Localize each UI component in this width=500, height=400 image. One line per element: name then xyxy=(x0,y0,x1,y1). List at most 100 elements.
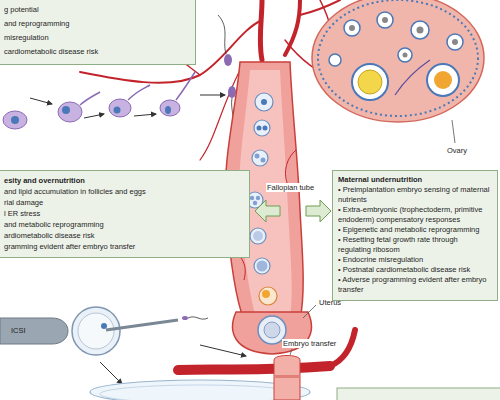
ovary-part xyxy=(312,0,484,122)
ovary-part xyxy=(358,70,382,94)
box-text: misregulation xyxy=(4,31,190,45)
fallopian-tube-part xyxy=(262,290,270,298)
blood-vessel-part xyxy=(260,0,262,60)
ovary-part xyxy=(349,25,355,31)
blood-vessel-part xyxy=(300,0,340,15)
box-heading: Maternal undernutrition xyxy=(338,175,492,185)
sperm-cells-part xyxy=(3,111,27,129)
sperm-cells-part xyxy=(62,106,70,114)
info-box: esity and overnutritionand lipid accumul… xyxy=(0,170,250,258)
sperm-cells-part xyxy=(200,95,225,96)
box-text: rial damage xyxy=(4,197,244,208)
part-label: Embryo transfer xyxy=(282,339,337,348)
box-text: and lipid accumulation in follicles and … xyxy=(4,186,244,197)
box-text: • Preimplantation embryo sensing of mate… xyxy=(338,185,492,205)
box-text: • Epigenetic and metabolic reprogramming xyxy=(338,225,492,235)
icsi-illustration-part xyxy=(101,323,107,329)
ovary-part xyxy=(434,71,452,89)
fallopian-tube-part xyxy=(263,126,268,131)
box-text: • Extra-embryonic (trophectoderm, primit… xyxy=(338,205,492,225)
ovary-part xyxy=(344,20,360,36)
ovary xyxy=(312,0,484,143)
ovary-part xyxy=(329,54,341,66)
icsi-illustration-part xyxy=(106,320,178,330)
ovary-part xyxy=(395,60,430,95)
box-text: gramming evident after embryo transfer xyxy=(4,241,244,252)
ovary-part xyxy=(452,120,455,143)
sperm-cells-part xyxy=(11,116,19,124)
box-text: • Postnatal cardiometabolic disease risk xyxy=(338,265,492,275)
sperm-cells-part xyxy=(228,86,236,98)
sperm-cells-part xyxy=(218,15,226,54)
box-text: l ER stress xyxy=(4,208,244,219)
method-label: ICSI xyxy=(10,326,27,335)
culture-dish-part xyxy=(100,385,300,400)
blood-vessel-part xyxy=(330,330,355,366)
fallopian-tube-part xyxy=(264,322,280,338)
transfer-catheter-part xyxy=(290,349,292,355)
fallopian-tube-part xyxy=(255,154,260,159)
info-box: Maternal undernutrition• Preimplantation… xyxy=(332,170,498,301)
ovary-part xyxy=(447,34,463,50)
icsi-illustration xyxy=(0,307,246,384)
part-label: Fallopian tube xyxy=(266,183,315,192)
fallopian-tube-part xyxy=(303,305,316,318)
ovary-part xyxy=(427,64,459,96)
cut-panel xyxy=(337,388,500,400)
fallopian-tube-part xyxy=(254,120,270,136)
ovary-part xyxy=(377,12,393,28)
box-text: • Resetting fetal growth rate through re… xyxy=(338,235,492,255)
sperm-cells-part xyxy=(165,106,171,114)
sperm-cells-part xyxy=(84,114,104,118)
box-text: • Endocrine misregulation xyxy=(338,255,492,265)
transfer-catheter xyxy=(274,349,300,400)
icsi-illustration-part xyxy=(100,362,122,384)
sperm-cells-part xyxy=(160,100,180,116)
fallopian-tube-part xyxy=(259,287,277,305)
icsi-illustration-part xyxy=(182,316,188,320)
ovary-part xyxy=(382,17,388,23)
outward-arrow-part xyxy=(255,200,280,222)
blood-vessel-part xyxy=(285,0,300,55)
part-label: Ovary xyxy=(446,146,468,155)
info-box: g potentialand reprogrammingmisregulatio… xyxy=(0,0,196,65)
transfer-catheter-part xyxy=(274,356,300,400)
fallopian-tube-part xyxy=(252,150,268,166)
outward-arrow xyxy=(255,200,331,222)
box-text: ardiometabolic disease risk xyxy=(4,230,244,241)
icsi-illustration-part xyxy=(188,317,208,319)
icsi-illustration-part xyxy=(72,307,120,355)
fallopian-tube-part xyxy=(261,99,267,105)
fallopian-tube-part xyxy=(261,158,266,163)
sperm-cells-part xyxy=(134,114,156,116)
sperm-cells-part xyxy=(109,99,131,117)
fallopian-tube-part xyxy=(256,196,260,200)
fallopian-tube-part xyxy=(254,258,270,274)
fallopian-tube-part xyxy=(250,196,254,200)
sperm-cells-part xyxy=(58,102,82,122)
sperm-cells-part xyxy=(224,54,232,66)
fallopian-tube-part xyxy=(257,261,268,272)
ovary-part xyxy=(398,48,412,62)
ovary-part xyxy=(403,53,408,58)
fallopian-tube-part xyxy=(255,93,273,111)
sperm-cells-part xyxy=(80,92,100,105)
ovary-part xyxy=(417,27,424,34)
fallopian-tube-part xyxy=(253,231,263,241)
box-text: cardiometabolic disease risk xyxy=(4,45,190,59)
blood-vessel-part xyxy=(178,366,330,370)
box-text: g potential xyxy=(4,3,190,17)
fallopian-tube-part xyxy=(250,228,266,244)
sperm-cells-part xyxy=(176,72,195,100)
ovary-part xyxy=(352,64,388,100)
ovary-part xyxy=(411,21,429,39)
ovary-part xyxy=(318,0,478,116)
outward-arrow-part xyxy=(306,200,331,222)
icsi-illustration-part xyxy=(0,318,68,344)
ovary-part xyxy=(452,39,458,45)
sperm-cells-part xyxy=(128,85,150,100)
box-heading: esity and overnutrition xyxy=(4,175,244,186)
fallopian-tube-part xyxy=(253,201,257,205)
transfer-catheter-part xyxy=(274,375,300,378)
